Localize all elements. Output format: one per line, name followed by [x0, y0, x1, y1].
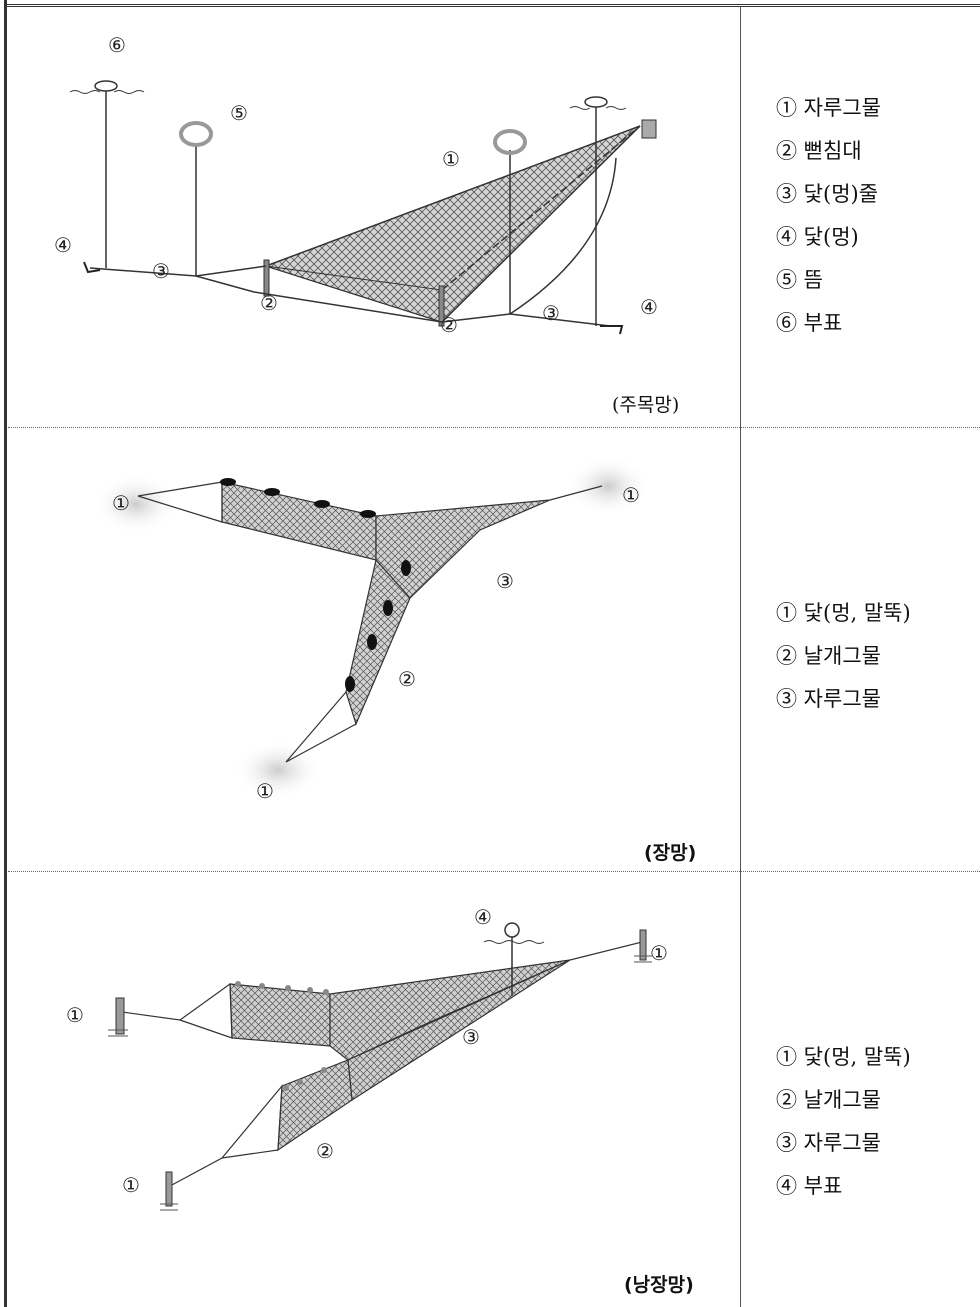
legend-item: ③ 자루그물	[776, 1122, 911, 1165]
jangmang-diagram: ① ① ③ ② ①	[10, 430, 738, 870]
marker: ①	[650, 941, 668, 965]
legend-nangjangmang: ① 닻(멍, 말뚝) ② 날개그물 ③ 자루그물 ④ 부표	[776, 1036, 911, 1208]
legend-item: ③ 자루그물	[776, 678, 911, 721]
legend-item: ④ 부표	[776, 1165, 911, 1208]
legend-item: ② 날개그물	[776, 635, 911, 678]
marker: ①	[122, 1173, 140, 1197]
marker: ④	[640, 295, 658, 319]
legend-item: ① 자루그물	[776, 87, 881, 130]
legend-item: ② 뻗침대	[776, 130, 881, 173]
row-divider-1	[8, 427, 980, 428]
wing-net-left	[222, 482, 376, 560]
nangjangmang-diagram: ④ ① ① ③ ② ①	[10, 874, 738, 1274]
marker: ④	[54, 233, 72, 257]
anchor-left-icon	[84, 262, 100, 272]
marker: ④	[474, 905, 492, 929]
marker: ②	[398, 667, 416, 691]
column-divider	[740, 6, 741, 1307]
marker: ②	[316, 1139, 334, 1163]
bag-net	[376, 500, 550, 598]
legend-item: ⑥ 부표	[776, 302, 881, 345]
marker: ①	[256, 779, 274, 803]
marker: ②	[440, 313, 458, 337]
cod-end	[642, 120, 656, 138]
table-left-border	[4, 0, 7, 1307]
marker: ③	[496, 569, 514, 593]
marker: ②	[260, 291, 278, 315]
marker: ③	[152, 259, 170, 283]
buoy-right-icon	[585, 97, 607, 107]
caption-nangjangmang: (낭장망)	[624, 1270, 694, 1297]
buoy-icon	[505, 923, 519, 937]
legend-item: ② 날개그물	[776, 1079, 911, 1122]
legend-jumokmang: ① 자루그물 ② 뻗침대 ③ 닻(멍)줄 ④ 닻(멍) ⑤ 뜸 ⑥ 부표	[776, 87, 881, 345]
anchor-right-icon	[600, 326, 622, 334]
caption-jangmang: (장망)	[644, 838, 696, 865]
marker: ①	[112, 491, 130, 515]
marker: ⑥	[108, 33, 126, 57]
table-top-border	[4, 4, 980, 7]
jumokmang-diagram: ⑥ ⑤ ① ④ ③ ② ② ③ ④	[10, 8, 738, 426]
marker: ③	[542, 301, 560, 325]
marker: ⑤	[230, 101, 248, 125]
legend-item: ④ 닻(멍)	[776, 216, 881, 259]
marker: ①	[66, 1003, 84, 1027]
stake-bottom	[166, 1172, 172, 1206]
legend-item: ① 닻(멍, 말뚝)	[776, 1036, 911, 1079]
legend-item: ① 닻(멍, 말뚝)	[776, 592, 911, 635]
legend-jangmang: ① 닻(멍, 말뚝) ② 날개그물 ③ 자루그물	[776, 592, 911, 721]
marker: ③	[462, 1025, 480, 1049]
float-right-icon	[495, 131, 525, 153]
caption-jumokmang: (주목망)	[612, 390, 679, 417]
bag-net	[330, 960, 570, 1060]
marker: ①	[442, 147, 460, 171]
marker: ①	[622, 483, 640, 507]
wing-net-upper	[230, 984, 330, 1046]
wing-net-lower	[278, 1060, 352, 1150]
buoy-left-icon	[95, 81, 117, 91]
legend-item: ⑤ 뜸	[776, 259, 881, 302]
float-left-icon	[181, 123, 211, 145]
legend-item: ③ 닻(멍)줄	[776, 173, 881, 216]
stake-left	[116, 998, 124, 1034]
row-divider-2	[8, 871, 980, 872]
